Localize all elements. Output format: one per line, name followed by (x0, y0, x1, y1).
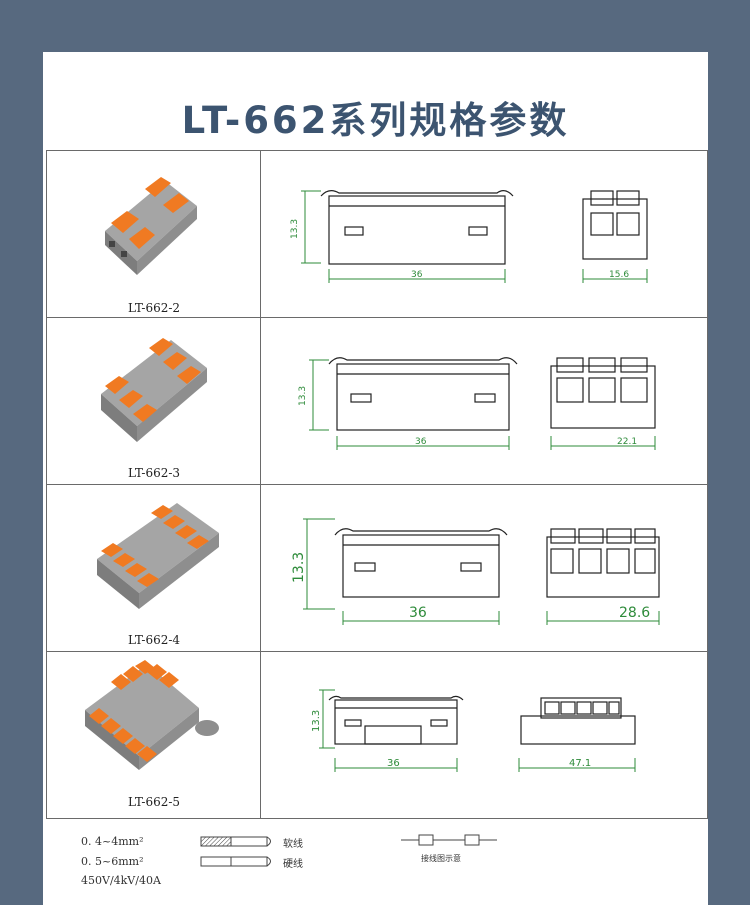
depth-dim: 47.1 (569, 758, 591, 769)
range-hard: 0. 5~6mm² (81, 855, 144, 868)
model-label: LT-662-4 (127, 633, 181, 647)
width-dim: 36 (415, 437, 427, 447)
spec-table: LT-662-2 (46, 150, 708, 819)
connector-photo (105, 177, 197, 275)
hard-wire-label: 硬线 (283, 859, 303, 870)
legend: 0. 4~4mm² 0. 5~6mm² 450V/4kV/40A 软线 硬线 接… (43, 827, 708, 905)
spec-row-4: LT-662-5 (47, 652, 707, 818)
spec-row-1: LT-662-2 (47, 151, 707, 318)
wiring-diagram-label: 接线图示意 (421, 854, 461, 863)
model-label: LT-662-3 (127, 466, 181, 480)
dimension-drawing: 13.3 36 15.6 (261, 151, 707, 317)
width-dim: 36 (409, 605, 427, 621)
width-dim: 36 (387, 758, 400, 769)
height-dim: 13.3 (291, 552, 307, 583)
height-dim: 13.3 (298, 386, 308, 406)
depth-dim: 15.6 (609, 270, 629, 280)
connector-photo (101, 338, 207, 442)
product-cell: LT-662-3 (47, 318, 261, 484)
connector-photo (97, 503, 219, 609)
dimension-drawing: 13.3 36 28.6 (261, 485, 707, 651)
rating: 450V/4kV/40A (81, 874, 161, 887)
height-dim: 13.3 (311, 710, 322, 732)
product-cell: LT-662-2 (47, 151, 261, 317)
spec-row-3: LT-662-4 (47, 485, 707, 652)
depth-dim: 22.1 (617, 437, 637, 447)
depth-dim: 28.6 (619, 605, 650, 621)
range-soft: 0. 4~4mm² (81, 835, 144, 848)
spec-card: LT-662系列规格参数 LT-662-2 (43, 52, 708, 905)
connector-photo (85, 660, 219, 770)
product-cell: LT-662-4 (47, 485, 261, 651)
spec-row-2: LT-662-3 (47, 318, 707, 485)
wire-icon (200, 836, 271, 867)
dimension-drawing: 13.3 36 47.1 (261, 652, 707, 818)
soft-wire-label: 软线 (283, 839, 303, 850)
page-title: LT-662系列规格参数 (181, 99, 570, 142)
product-cell: LT-662-5 (47, 652, 261, 818)
wiring-diagram-icon (401, 834, 497, 846)
dimension-drawing: 13.3 36 22.1 (261, 318, 707, 484)
model-label: LT-662-2 (127, 301, 181, 315)
model-label: LT-662-5 (127, 795, 181, 809)
width-dim: 36 (411, 270, 423, 280)
height-dim: 13.3 (290, 219, 300, 239)
